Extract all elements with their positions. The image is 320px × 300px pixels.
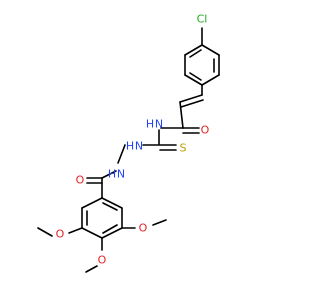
bond xyxy=(189,72,202,81)
bond xyxy=(85,265,98,273)
bond xyxy=(184,44,203,56)
bond xyxy=(37,227,53,237)
molecule-structure-diagram: Cl O N H S N H N H O O O O xyxy=(37,13,220,273)
sulfur-atom-label: S xyxy=(180,142,187,155)
bond xyxy=(179,94,203,103)
imide-hydrogen-label: H xyxy=(146,118,154,131)
hydrazide-hydrogen-2-label: H xyxy=(108,168,116,181)
bond xyxy=(152,219,167,226)
benzoyl-oxygen-label: O xyxy=(76,174,85,187)
bond xyxy=(189,49,202,58)
chlorine-atom-label: Cl xyxy=(197,13,208,26)
methoxy-oxygen-left-label: O xyxy=(56,228,65,241)
hydrazide-nitrogen-1-label: N xyxy=(135,140,143,153)
hydrazide-nitrogen-2-label: N xyxy=(117,168,125,181)
hydrazide-hydrogen-1-label: H xyxy=(126,140,134,153)
bond xyxy=(81,227,103,239)
bond xyxy=(101,170,117,179)
bond-layer xyxy=(37,27,220,273)
bond xyxy=(179,101,184,129)
atom-layer: Cl O N H S N H N H O O O O xyxy=(56,13,210,267)
bond xyxy=(201,44,220,56)
bond xyxy=(184,74,203,86)
bond xyxy=(101,227,123,239)
imide-nitrogen-label: N xyxy=(155,118,163,131)
bond xyxy=(201,74,220,86)
methoxy-oxygen-bottom-label: O xyxy=(98,254,107,267)
bond xyxy=(117,144,126,164)
bond xyxy=(102,202,118,211)
methoxy-oxygen-right-label: O xyxy=(139,222,148,235)
amide-oxygen-label: O xyxy=(201,124,210,137)
bond xyxy=(102,224,118,234)
bond xyxy=(180,99,204,108)
bond xyxy=(68,227,83,234)
bond xyxy=(81,197,103,209)
bond xyxy=(101,197,123,209)
